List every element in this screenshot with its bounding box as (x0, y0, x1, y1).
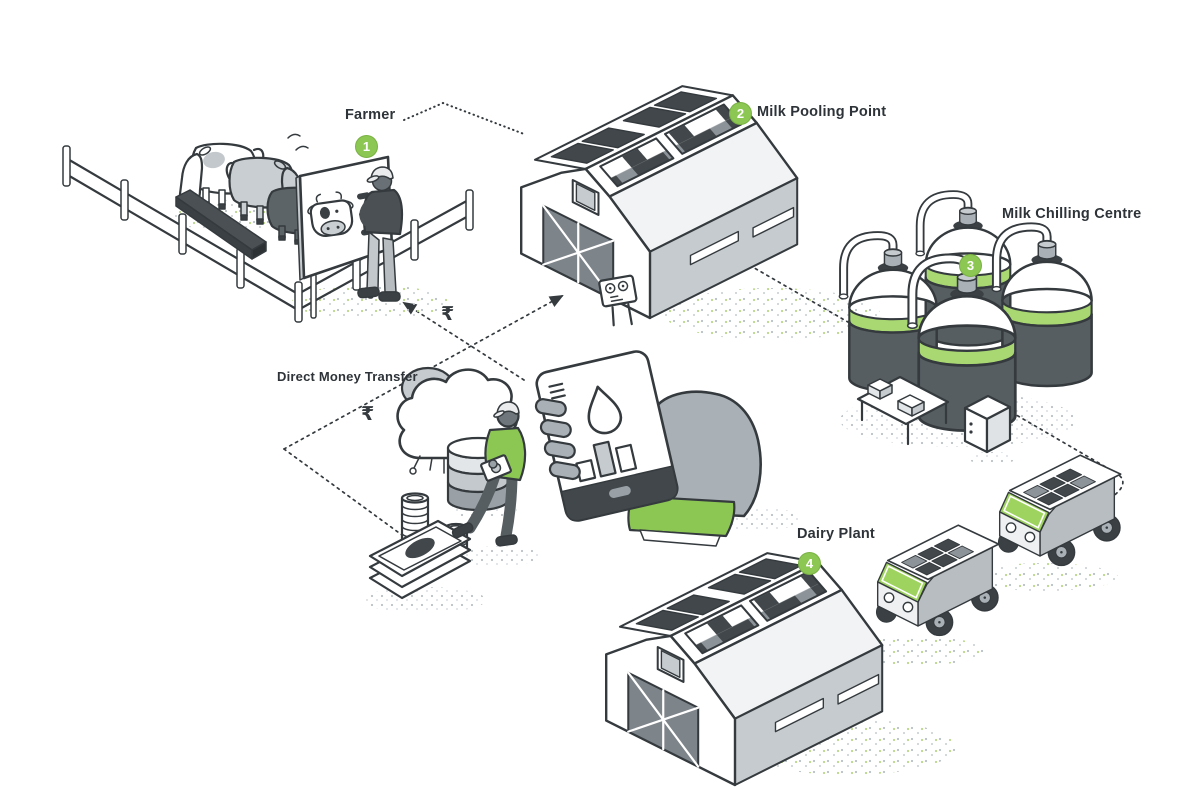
sample-table (856, 375, 950, 446)
milk-truck (997, 454, 1122, 567)
step-badge-1: 1 (355, 135, 378, 158)
dairy-plant (605, 551, 956, 787)
app-user-figure (451, 401, 527, 547)
pooling-point-barn (520, 84, 799, 320)
transfer-to-cash-line (283, 448, 403, 536)
rupee-symbol-exchange: ₹ (441, 303, 455, 325)
analyzer-box (963, 394, 1017, 464)
chilling-centre (839, 195, 1091, 464)
farmer-to-pooling-dotted-line (403, 101, 525, 135)
label-dairy-plant: Dairy Plant (797, 526, 875, 542)
app-to-farmer-arrow (402, 301, 525, 381)
hand-phone-icon (534, 350, 762, 547)
label-milk-chilling-centre: Milk Chilling Centre (1002, 206, 1142, 222)
rupee-symbol-payment: ₹ (361, 403, 375, 425)
milk-trucks (842, 454, 1122, 665)
cow-face-icon (307, 191, 354, 238)
pasture-fence (62, 145, 474, 323)
label-direct-money-transfer: Direct Money Transfer (277, 369, 418, 384)
label-milk-pooling-point: Milk Pooling Point (757, 104, 887, 120)
step-badge-4: 4 (798, 552, 821, 575)
feeding-trough (175, 189, 267, 260)
banknotes-icon (368, 519, 472, 600)
meter-box (598, 274, 638, 327)
pooling-point (520, 84, 880, 340)
money-transfer-scene (362, 350, 802, 613)
label-farmer: Farmer (345, 107, 396, 123)
bar-chart-icon (575, 440, 638, 483)
milk-truck (875, 524, 1000, 637)
motion-marks (287, 133, 309, 151)
milk-drop-icon (587, 385, 623, 435)
farmer-scene (62, 133, 474, 323)
step-badge-2: 2 (729, 102, 752, 125)
step-badge-3: 3 (959, 254, 982, 277)
farmer-figure (357, 166, 404, 302)
